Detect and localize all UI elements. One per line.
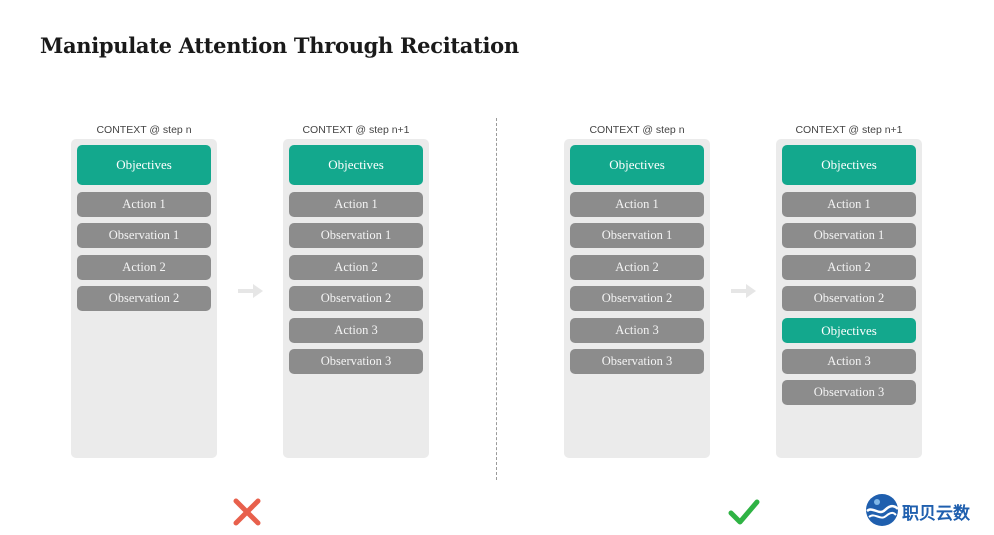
context-item: Action 2 [77,255,211,280]
context-item: Action 1 [289,192,423,217]
context-item: Action 1 [570,192,704,217]
context-panel-right-step-n1: Objectives Action 1 Observation 1 Action… [776,139,922,458]
context-item: Observation 2 [289,286,423,311]
column-label: CONTEXT @ step n [589,124,685,136]
context-item: Observation 1 [77,223,211,248]
wave-globe-logo-icon [866,494,899,526]
objectives-box: Objectives [77,145,211,185]
right-arrow-icon [731,284,756,298]
context-item: Observation 3 [289,349,423,374]
check-icon [728,499,760,525]
brand-logo: 职贝云数 [864,490,990,530]
column-label: CONTEXT @ step n [96,124,192,136]
column-label: CONTEXT @ step n+1 [795,124,903,136]
context-panel-left-step-n: Objectives Action 1 Observation 1 Action… [71,139,217,458]
context-item: Action 2 [289,255,423,280]
context-item: Action 2 [570,255,704,280]
objectives-box: Objectives [289,145,423,185]
brand-name: 职贝云数 [902,504,970,524]
page-title: Manipulate Attention Through Recitation [40,33,519,58]
context-item: Observation 2 [782,286,916,311]
context-item: Action 2 [782,255,916,280]
context-item: Observation 2 [570,286,704,311]
context-panel-left-step-n1: Objectives Action 1 Observation 1 Action… [283,139,429,458]
right-arrow-icon [238,284,263,298]
context-item: Action 1 [77,192,211,217]
context-item: Observation 2 [77,286,211,311]
cross-icon [233,498,261,526]
context-item: Action 3 [782,349,916,374]
objectives-box: Objectives [782,145,916,185]
context-item: Observation 1 [289,223,423,248]
objectives-box: Objectives [570,145,704,185]
context-item: Action 3 [570,318,704,343]
divider [496,118,497,480]
context-panel-right-step-n: Objectives Action 1 Observation 1 Action… [564,139,710,458]
context-item: Observation 3 [782,380,916,405]
context-item: Action 1 [782,192,916,217]
column-label: CONTEXT @ step n+1 [302,124,410,136]
context-item: Observation 1 [782,223,916,248]
context-item: Action 3 [289,318,423,343]
recited-objectives-box: Objectives [782,318,916,343]
context-item: Observation 1 [570,223,704,248]
context-item: Observation 3 [570,349,704,374]
